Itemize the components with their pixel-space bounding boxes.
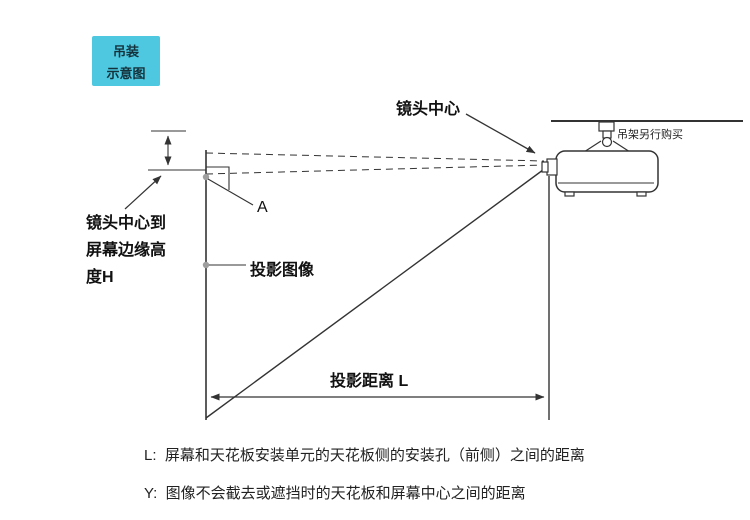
offset-a-bracket [206,166,230,190]
lens-axis-rays [205,152,545,175]
height-h-line3: 度H [86,269,114,286]
bracket-note-label: 吊架另行购买 [617,129,683,141]
offset-a-leader [202,173,254,206]
height-h-line1: 镜头中心到 [86,215,167,232]
badge-mount-type: 吊装 示意图 [92,36,160,86]
height-label-arrow [124,175,162,210]
height-dimension [148,130,206,171]
lens-center-label: 镜头中心 [396,101,461,118]
lens-center-arrow [465,113,536,154]
offset-a-label: A [257,199,268,216]
projected-image-leader [202,261,246,269]
legend-line-y: Y: 图像不会截去或遮挡时的天花板和屏幕中心之间的距离 [144,485,526,502]
projected-image-label: 投影图像 [250,262,315,279]
badge-line2: 示意图 [106,65,146,81]
badge-line1: 吊装 [112,43,139,59]
projection-diagonal [205,166,548,419]
projection-distance-label: 投影距离 L [330,373,409,390]
height-h-line2: 屏幕边缘高 [86,242,167,259]
legend-line-l: L: 屏幕和天花板安装单元的天花板侧的安装孔（前侧）之间的距离 [144,447,585,464]
projector-illustration [541,121,659,197]
height-h-label: 镜头中心到 屏幕边缘高 度H [86,210,176,291]
